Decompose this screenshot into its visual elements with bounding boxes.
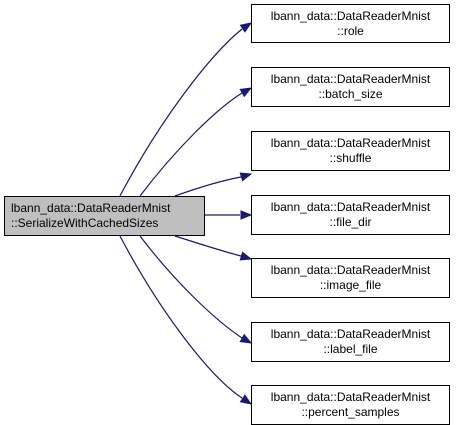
target-node-label-line2: ::role xyxy=(337,23,364,38)
target-node-batch-size[interactable]: lbann_data::DataReaderMnist ::batch_size xyxy=(251,67,450,107)
target-node-label-line1: lbann_data::DataReaderMnist xyxy=(270,136,431,150)
edge-label-file xyxy=(139,235,243,339)
arrowhead-image-file xyxy=(239,251,253,261)
target-node-label-line2: ::shuffle xyxy=(329,151,372,165)
target-node-percent-samples[interactable]: lbann_data::DataReaderMnist ::percent_sa… xyxy=(251,385,450,425)
target-node-label-line1: lbann_data::DataReaderMnist xyxy=(270,390,431,404)
source-node-serialize-with-cached-sizes[interactable]: lbann_data::DataReaderMnist ::SerializeW… xyxy=(4,196,205,236)
edge-batch-size xyxy=(139,92,243,197)
target-node-shuffle[interactable]: lbann_data::DataReaderMnist ::shuffle xyxy=(251,131,450,171)
target-node-label-line1: lbann_data::DataReaderMnist xyxy=(270,200,431,214)
edge-image-file xyxy=(174,235,242,257)
target-node-role[interactable]: lbann_data::DataReaderMnist ::role xyxy=(251,4,450,43)
arrowhead-file-dir xyxy=(240,210,253,220)
target-node-image-file[interactable]: lbann_data::DataReaderMnist ::image_file xyxy=(251,258,450,298)
target-node-label-line2: ::image_file xyxy=(319,278,382,292)
arrowhead-percent-samples xyxy=(239,394,253,405)
arrowhead-role xyxy=(239,22,253,33)
arrowhead-shuffle xyxy=(239,172,253,182)
target-node-label-line2: ::percent_samples xyxy=(301,405,400,419)
arrowhead-label-file xyxy=(239,333,253,344)
edge-shuffle xyxy=(174,176,242,197)
target-node-label-line1: lbann_data::DataReaderMnist xyxy=(270,327,431,341)
target-node-label-line2: ::file_dir xyxy=(329,215,372,229)
source-node-label-line2: ::SerializeWithCachedSizes xyxy=(11,216,159,230)
target-node-label-file[interactable]: lbann_data::DataReaderMnist ::label_file xyxy=(251,322,450,362)
edge-role xyxy=(119,28,243,197)
source-node-label-line1: lbann_data::DataReaderMnist xyxy=(11,201,171,215)
edge-percent-samples xyxy=(119,235,243,399)
target-node-label-line1: lbann_data::DataReaderMnist xyxy=(270,263,431,277)
target-node-file-dir[interactable]: lbann_data::DataReaderMnist ::file_dir xyxy=(251,195,450,235)
target-node-label-line2: ::batch_size xyxy=(318,87,383,101)
target-node-label-line1: lbann_data::DataReaderMnist xyxy=(270,72,431,86)
target-node-label-line1: lbann_data::DataReaderMnist xyxy=(270,8,431,23)
target-node-label-line2: ::label_file xyxy=(323,342,378,356)
arrowhead-batch-size xyxy=(239,87,253,98)
